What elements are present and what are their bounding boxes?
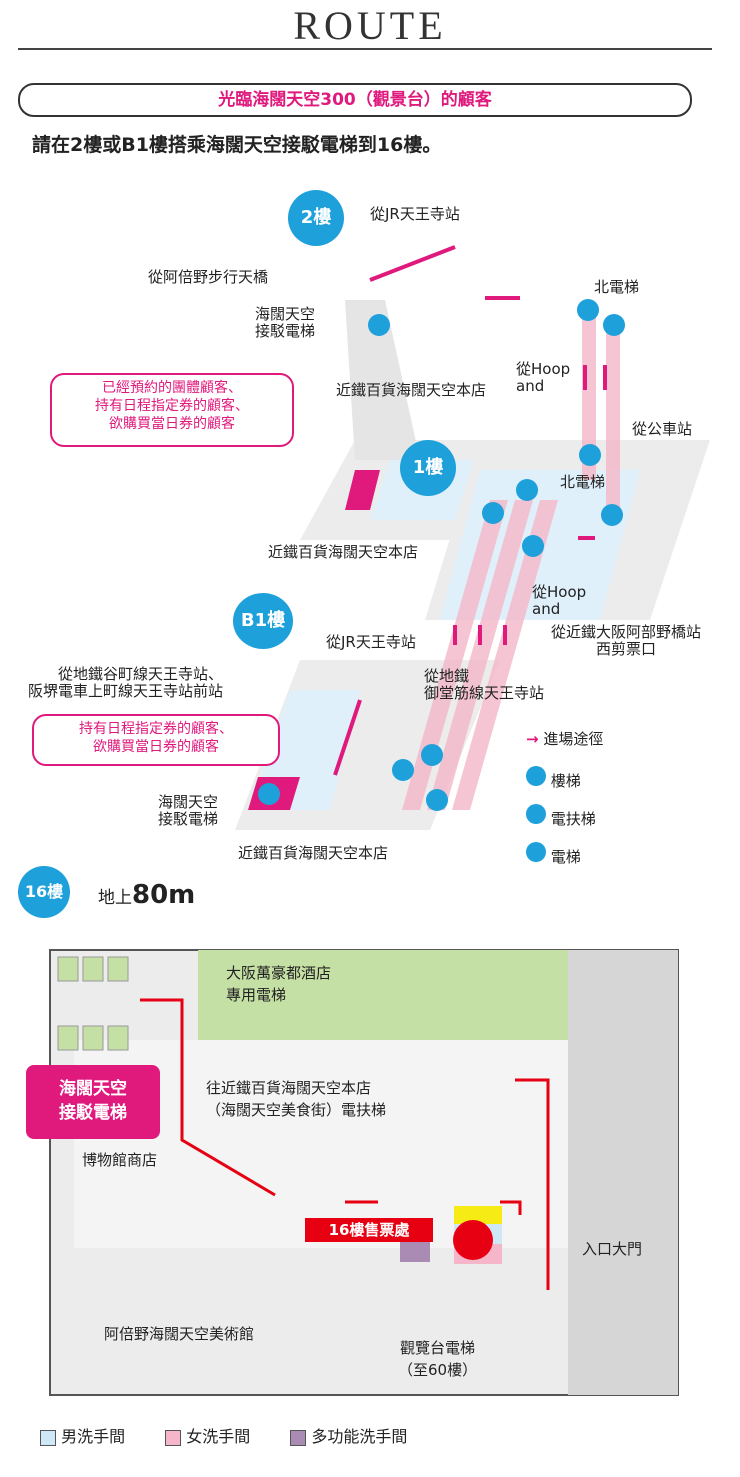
floor2-badge: 2樓	[288, 190, 344, 246]
floor1-badge: 1樓	[400, 440, 456, 496]
floor2-jr-corridor	[345, 300, 420, 460]
legend-route: → 進場途徑	[526, 730, 604, 748]
stairs-icon	[482, 502, 504, 524]
elevator-icon	[258, 783, 280, 805]
section-banner: 光臨海闊天空300（觀景台）的顧客	[18, 83, 692, 117]
building-floor-map	[235, 245, 710, 830]
route-arrows	[333, 245, 607, 776]
escalator-icon	[526, 804, 546, 824]
elevator-icon	[526, 842, 546, 862]
legend-escalator: 電扶梯	[526, 804, 603, 842]
legend-multipurpose: 多功能洗手間	[290, 1423, 407, 1447]
museum-shop: 博物館商店	[82, 1151, 158, 1169]
restroom-icon	[453, 1220, 493, 1260]
floor2-store: 近鐵百貨海闊天空本店	[336, 381, 487, 399]
floor16-badge: 16樓	[18, 866, 70, 918]
legend-womens: 女洗手間	[165, 1423, 250, 1447]
escalator-shaft-3	[452, 500, 558, 810]
floor16-height: 地上80m	[98, 880, 196, 910]
escalator-icon	[522, 535, 544, 557]
floor2-shuttle-elevator-marker	[345, 470, 380, 510]
legend-elevator: 電梯	[526, 842, 603, 880]
stairs-icon	[526, 766, 546, 786]
shuttle-elevator-callout: 海闊天空 接駁電梯	[26, 1065, 160, 1139]
legend-mens: 男洗手間	[40, 1423, 125, 1447]
escalator-icon	[426, 789, 448, 811]
floor1-from-kintetsu: 從近鐵大阪阿部野橋站 西剪票口	[551, 623, 702, 658]
north-elevator-shaft-2	[606, 320, 620, 520]
instruction-text: 請在2樓或B1樓搭乘海闊天空接駁電梯到16樓。	[32, 134, 442, 156]
hotel-elevator-label: 大阪萬豪都酒店 專用電梯	[226, 964, 332, 1004]
b1-badge: B1樓	[233, 593, 293, 649]
stairs-icon	[392, 759, 414, 781]
floor1-from-hoop: 從Hoop and	[532, 583, 587, 618]
b1-note: 持有日程指定券的顧客、 欲購買當日券的顧客	[32, 714, 280, 766]
floor2-north-elevator: 北電梯	[594, 278, 640, 296]
to-store-escalator: 往近鐵百貨海闊天空本店 （海闊天空美食街）電扶梯	[206, 1079, 387, 1119]
floor2-from-jr: 從JR天王寺站	[370, 205, 460, 223]
arrow-icon: →	[526, 730, 539, 748]
observatory-elevator: 觀覽台電梯 （至60樓）	[398, 1339, 478, 1379]
ticket-booth	[454, 1206, 502, 1224]
floor1-from-bus: 從公車站	[632, 420, 693, 438]
elevator-icon	[577, 299, 599, 321]
art-museum: 阿倍野海闊天空美術館	[104, 1325, 255, 1343]
floor1-store: 近鐵百貨海闊天空本店	[268, 543, 419, 561]
escalator-icon	[603, 314, 625, 336]
legend-top: → 進場途徑 樓梯 電扶梯 電梯	[526, 728, 603, 880]
floor2-note: 已經預約的團體顧客、 持有日程指定券的顧客、 欲購買當日券的顧客	[50, 373, 294, 447]
route-arrow-f2-jr	[369, 245, 456, 282]
elevator-icon	[421, 744, 443, 766]
b1-from-midosuji: 從地鐵 御堂筋線天王寺站	[424, 667, 545, 702]
floor2-shuttle-elevator-label: 海闊天空 接駁電梯	[255, 305, 316, 340]
restroom-legend: 男洗手間 女洗手間 多功能洗手間	[40, 1423, 407, 1447]
page-title: ROUTE	[293, 3, 447, 48]
escalator-shaft-2	[427, 500, 533, 810]
floor16-plan	[49, 949, 679, 1396]
title-divider	[18, 48, 712, 50]
entrance: 入口大門	[582, 1240, 643, 1258]
b1-store: 近鐵百貨海闊天空本店	[238, 844, 389, 862]
legend-stairs: 樓梯	[526, 766, 603, 804]
escalator-shaft-1	[402, 500, 508, 810]
floor2-from-hoop: 從Hoop and	[516, 360, 571, 395]
elevator-icon	[516, 479, 538, 501]
floor2-from-walkway: 從阿倍野步行天橋	[148, 268, 269, 286]
b1-shuttle-elevator-label: 海闊天空 接駁電梯	[158, 793, 219, 828]
ticket-office: 16樓售票處	[305, 1218, 433, 1242]
b1-from-subway: 從地鐵谷町線天王寺站、 阪堺電車上町線天王寺站前站	[28, 665, 224, 700]
floor1-north-elevator: 北電梯	[560, 473, 606, 491]
right-wing	[568, 950, 678, 1395]
b1-from-jr: 從JR天王寺站	[326, 633, 416, 651]
route-arrow-b1-down	[333, 699, 362, 776]
north-elevator-shaft-1	[582, 310, 596, 480]
elevator-icon	[368, 314, 390, 336]
route-arrows-16f	[140, 998, 550, 1290]
elevator-icon	[579, 444, 601, 466]
escalator-icon	[601, 504, 623, 526]
